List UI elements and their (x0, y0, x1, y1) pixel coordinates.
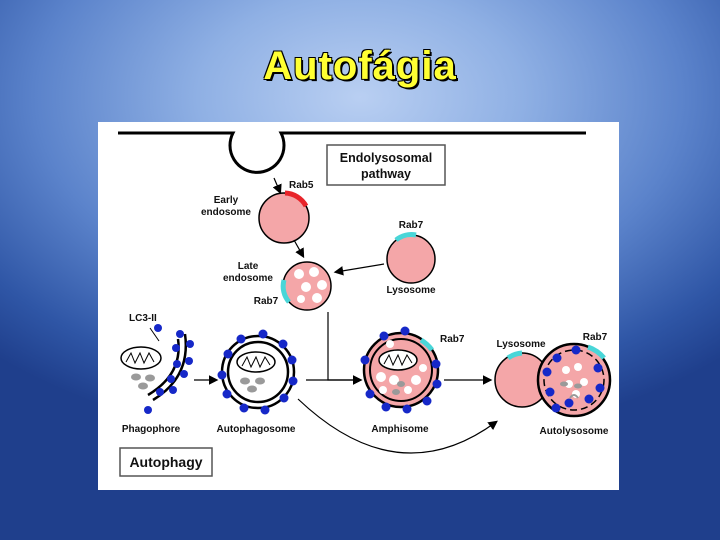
svg-text:Phagophore: Phagophore (122, 424, 181, 435)
svg-text:Lysosome: Lysosome (386, 285, 436, 296)
endolysosomal-pathway-box: Endolysosomal pathway (326, 144, 446, 186)
svg-text:endosome: endosome (223, 273, 273, 284)
svg-text:Rab7: Rab7 (583, 332, 608, 343)
svg-text:endosome: endosome (201, 207, 251, 218)
lysosome-top (386, 232, 436, 284)
svg-text:Lysosome: Lysosome (496, 339, 546, 350)
svg-text:Early: Early (214, 195, 239, 206)
svg-text:Endolysosomal: Endolysosomal (340, 151, 432, 165)
lysosome-right (494, 350, 550, 408)
svg-text:Autophagy: Autophagy (129, 454, 202, 470)
svg-text:Rab7: Rab7 (399, 220, 424, 231)
rab5-label: Rab5 (289, 180, 314, 191)
diagram-panel: Endolysosomal pathway Rab5 Early endosom… (98, 122, 619, 490)
amphisome (360, 326, 442, 414)
svg-text:pathway: pathway (361, 167, 411, 181)
svg-text:Amphisome: Amphisome (371, 424, 429, 435)
svg-text:Late: Late (238, 261, 259, 272)
late-endosome (280, 261, 332, 311)
lc3-label: LC3-II (129, 313, 157, 324)
autophagosome (217, 329, 298, 415)
autolysosome (536, 342, 612, 418)
svg-text:Autophagosome: Autophagosome (217, 424, 296, 435)
slide-title: Autofágia (263, 44, 457, 88)
plasma-membrane (118, 131, 586, 174)
phagophore (120, 324, 194, 414)
svg-text:Rab7: Rab7 (254, 296, 279, 307)
autophagy-diagram: Endolysosomal pathway Rab5 Early endosom… (118, 131, 612, 477)
early-endosome (258, 190, 310, 244)
autophagy-box: Autophagy (119, 447, 213, 477)
svg-text:Autolysosome: Autolysosome (540, 426, 609, 437)
svg-text:Rab7: Rab7 (440, 334, 465, 345)
